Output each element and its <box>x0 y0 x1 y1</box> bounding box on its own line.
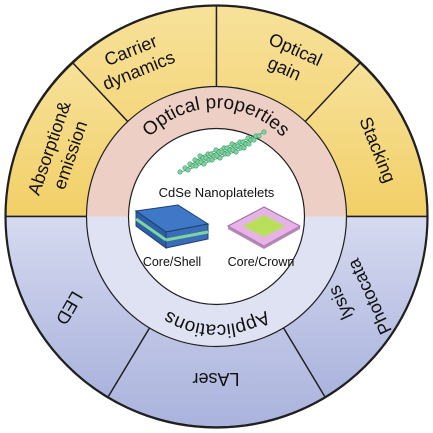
lattice-atom <box>193 163 199 169</box>
lattice-atom <box>225 151 231 157</box>
lattice-atom <box>217 155 223 161</box>
lattice-atom <box>201 161 207 167</box>
lattice-atom <box>251 137 257 143</box>
center-content: CdSe Nanoplatelets Core/Shell Core/Crown <box>134 129 302 269</box>
lattice-atom <box>185 167 191 173</box>
nanoplatelet-icon <box>177 129 267 175</box>
core-circle <box>127 127 306 306</box>
inner-ring-outline <box>85 85 348 348</box>
lattice-atom <box>209 157 215 163</box>
core-shell-label: Core/Shell <box>143 255 201 269</box>
lattice-atom <box>246 141 252 147</box>
outer-ring-outline <box>4 4 429 429</box>
lattice-atom <box>256 133 262 139</box>
core-shell-icon <box>134 204 210 249</box>
lattice-atom <box>261 129 267 135</box>
core-crown-label: Core/Crown <box>228 255 295 269</box>
core-crown-icon <box>226 206 302 249</box>
lattice-atom <box>241 145 247 151</box>
lattice-atom <box>177 169 183 175</box>
center-title: CdSe Nanoplatelets <box>159 185 275 200</box>
label-laser: LAser <box>192 369 239 389</box>
lattice-atom <box>233 149 239 155</box>
